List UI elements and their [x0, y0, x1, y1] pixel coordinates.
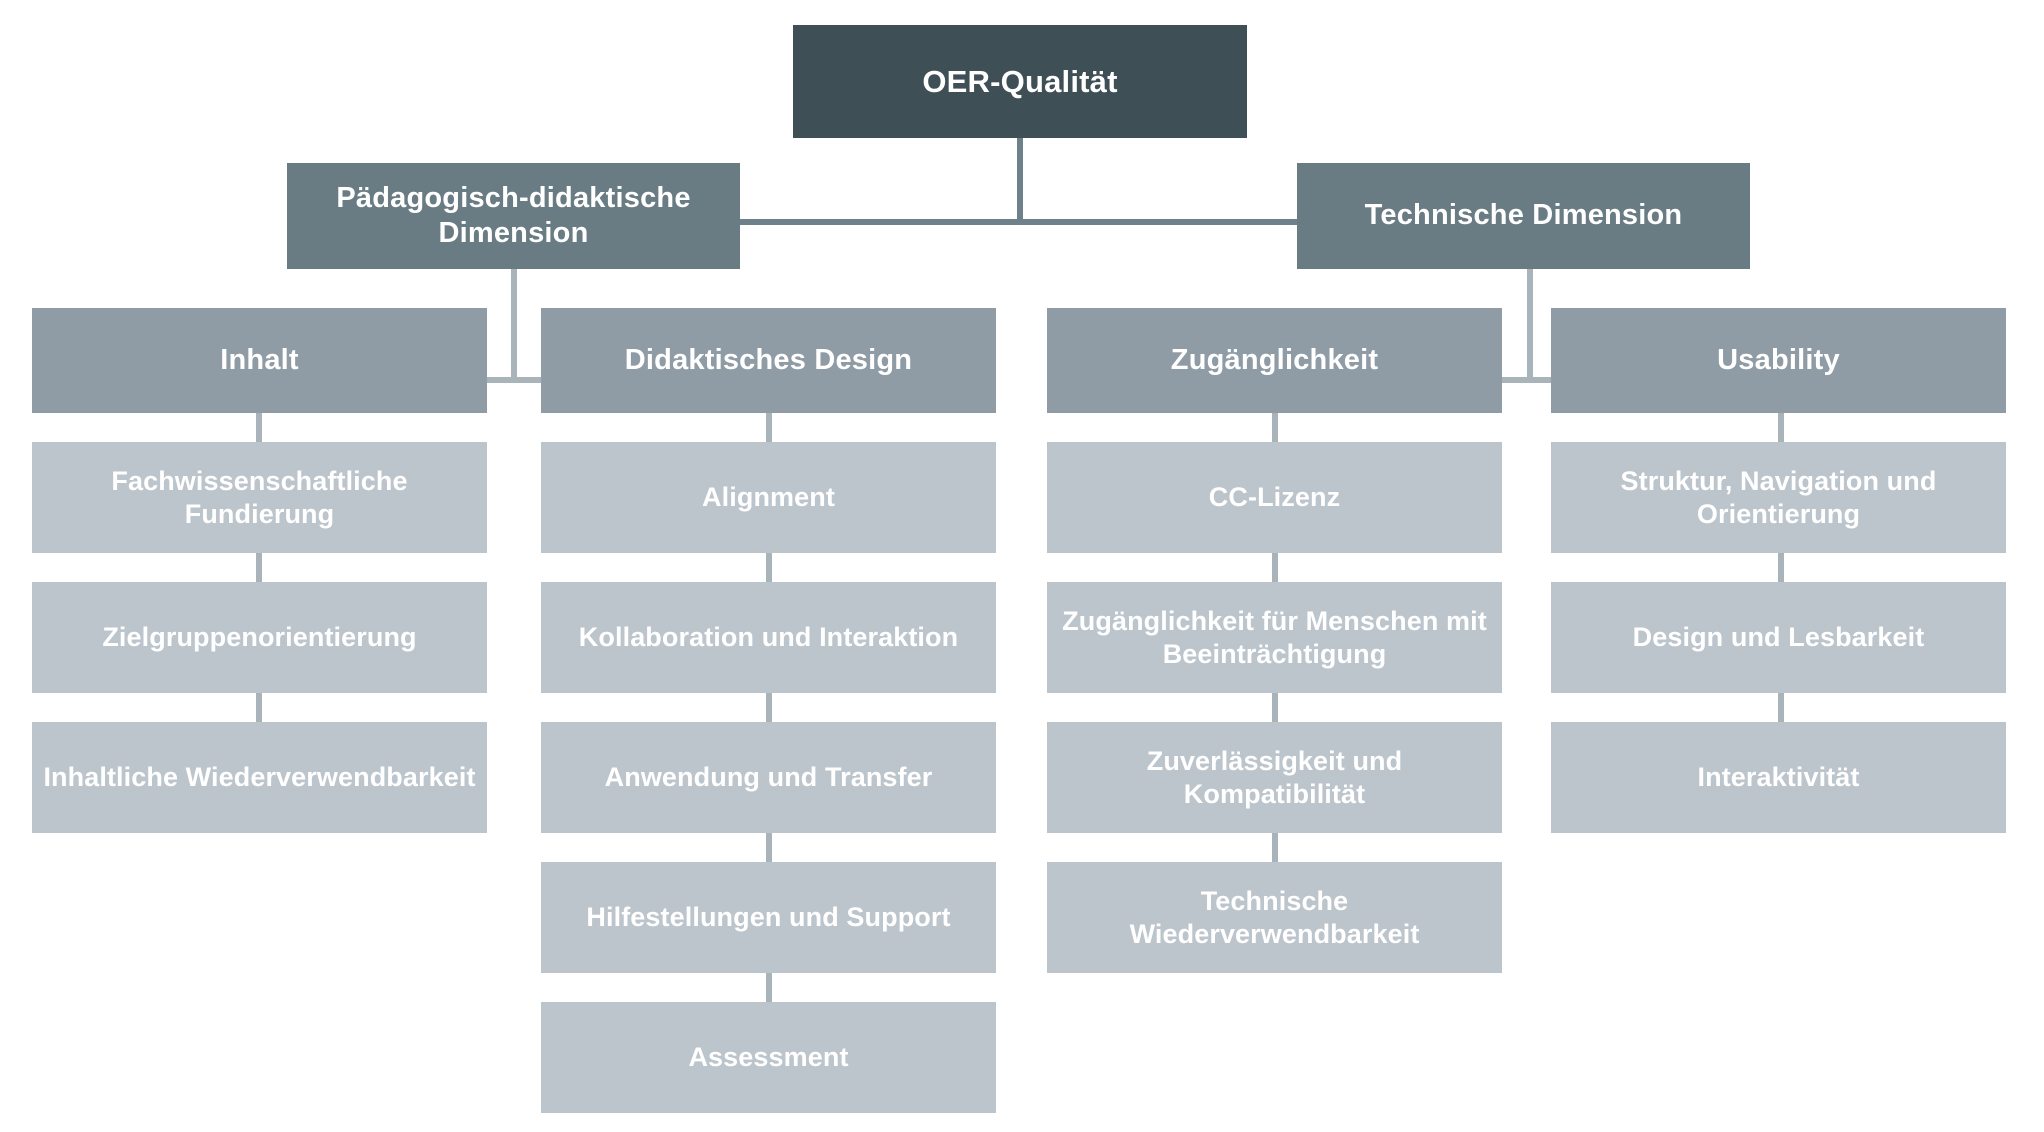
node-criterion-label: Design und Lesbarkeit [1632, 622, 1925, 653]
node-criterion-label: Zuverlässigkeit und Kompatibilität [1146, 745, 1403, 809]
connector-right-category-bus [1497, 377, 1563, 383]
node-criterion-label: Alignment [702, 482, 835, 513]
node-criterion[interactable]: Fachwissenschaftliche Fundierung [32, 442, 487, 553]
node-criterion-label: Interaktivität [1697, 762, 1860, 793]
connector-left-dimension-stem [511, 268, 517, 380]
node-category-inhalt[interactable]: Inhalt [32, 308, 487, 413]
node-criterion-label: Anwendung und Transfer [604, 762, 933, 793]
connector-column-2-spine [766, 410, 772, 1005]
node-criterion-label: Struktur, Navigation und Orientierung [1620, 465, 1937, 529]
node-criterion[interactable]: Design und Lesbarkeit [1551, 582, 2006, 693]
node-criterion[interactable]: Interaktivität [1551, 722, 2006, 833]
node-criterion[interactable]: Zielgruppenorientierung [32, 582, 487, 693]
connector-root-stem [1017, 137, 1023, 223]
node-criterion[interactable]: Assessment [541, 1002, 996, 1113]
node-criterion[interactable]: Inhaltliche Wiederverwendbarkeit [32, 722, 487, 833]
connector-right-dimension-stem [1527, 213, 1533, 380]
node-criterion[interactable]: Technische Wiederverwendbarkeit [1047, 862, 1502, 973]
node-dimension-technische[interactable]: Technische Dimension [1297, 163, 1750, 269]
node-category-label: Didaktisches Design [624, 343, 913, 376]
node-criterion-label: Zielgruppenorientierung [102, 622, 417, 653]
node-dimension-paedagogisch-didaktische[interactable]: Pädagogisch-didaktische Dimension [287, 163, 740, 269]
node-category-label: Zugänglichkeit [1170, 343, 1379, 376]
node-criterion[interactable]: Struktur, Navigation und Orientierung [1551, 442, 2006, 553]
node-category-zugaenglichkeit[interactable]: Zugänglichkeit [1047, 308, 1502, 413]
node-category-usability[interactable]: Usability [1551, 308, 2006, 413]
node-criterion-label: Fachwissenschaftliche Fundierung [111, 465, 408, 529]
node-root-label: OER-Qualität [922, 63, 1118, 99]
connector-column-4-spine [1778, 410, 1784, 725]
node-dimension-label: Pädagogisch-didaktische Dimension [336, 181, 691, 249]
node-criterion[interactable]: Hilfestellungen und Support [541, 862, 996, 973]
node-category-label: Inhalt [220, 343, 299, 376]
node-criterion-label: Kollaboration und Interaktion [578, 622, 959, 653]
node-criterion-label: Hilfestellungen und Support [586, 902, 951, 933]
connector-column-1-spine [256, 410, 262, 725]
node-criterion-label: CC-Lizenz [1208, 482, 1341, 513]
node-criterion[interactable]: CC-Lizenz [1047, 442, 1502, 553]
node-criterion[interactable]: Kollaboration und Interaktion [541, 582, 996, 693]
node-criterion-label: Zugänglichkeit für Menschen mit Beeinträ… [1062, 605, 1487, 669]
node-dimension-label: Technische Dimension [1364, 199, 1683, 232]
node-criterion[interactable]: Anwendung und Transfer [541, 722, 996, 833]
node-criterion-label: Assessment [688, 1042, 849, 1073]
node-category-label: Usability [1717, 343, 1840, 376]
node-category-didaktisches-design[interactable]: Didaktisches Design [541, 308, 996, 413]
connector-dimension-bus [737, 219, 1299, 225]
node-criterion-label: Technische Wiederverwendbarkeit [1129, 885, 1420, 949]
node-criterion-label: Inhaltliche Wiederverwendbarkeit [43, 762, 476, 793]
node-root-oer-qualitaet[interactable]: OER-Qualität [793, 25, 1247, 138]
connector-left-category-bus [481, 377, 547, 383]
node-criterion[interactable]: Zugänglichkeit für Menschen mit Beeinträ… [1047, 582, 1502, 693]
node-criterion[interactable]: Alignment [541, 442, 996, 553]
node-criterion[interactable]: Zuverlässigkeit und Kompatibilität [1047, 722, 1502, 833]
